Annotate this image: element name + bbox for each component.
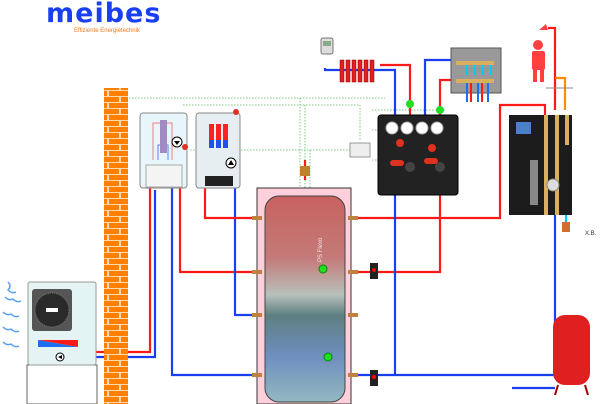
shower-person-icon xyxy=(532,24,548,82)
logo: meibes xyxy=(46,0,162,29)
tank-valve-icon xyxy=(300,166,310,176)
buffer-tank xyxy=(252,166,378,404)
fresh-water-station xyxy=(509,115,572,232)
floor-heating-manifold xyxy=(450,47,502,102)
logo-tagline: Effiziente Energietechnik xyxy=(74,28,140,34)
valve-icon xyxy=(562,222,570,232)
electric-boiler xyxy=(195,109,241,189)
sensor-icon xyxy=(323,352,333,362)
controller xyxy=(349,142,371,158)
brick-wall xyxy=(104,88,128,404)
xb-label: X.B. xyxy=(585,231,597,237)
sensor-icon xyxy=(318,264,328,274)
tank-label: PS Flexo xyxy=(318,237,324,262)
air-flow-icon xyxy=(2,281,22,348)
heat-pump-outdoor-unit xyxy=(2,281,98,404)
radiator xyxy=(339,59,375,83)
hydraulic-module xyxy=(139,112,188,189)
pump-station xyxy=(377,100,459,196)
expansion-vessel xyxy=(553,315,590,396)
